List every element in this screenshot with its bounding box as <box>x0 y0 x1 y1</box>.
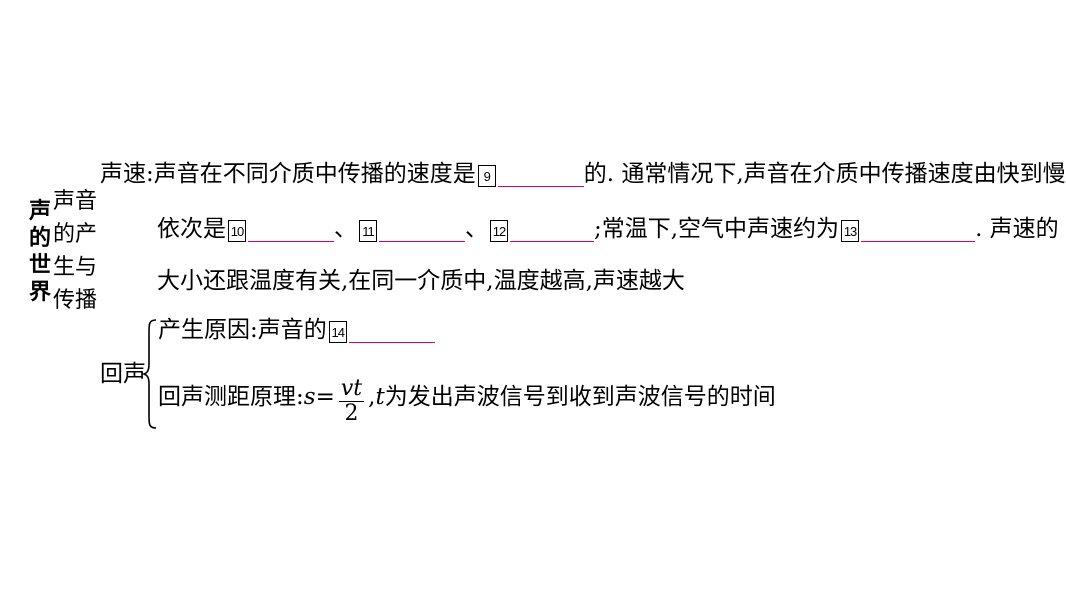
blank-number-12: 12 <box>490 220 508 242</box>
comma: , <box>368 384 376 410</box>
echo-principle-line: 回声测距原理: s = vt 2 , t 为发出声波信号到收到声波信号的时间 <box>158 377 776 426</box>
fraction-vt-over-2: vt 2 <box>338 376 365 426</box>
echo-label: 回声 <box>100 361 146 387</box>
subtopic-label: 声音的产生与传播 <box>53 189 98 313</box>
speed-line-1: 声速: 声音在不同介质中传播的速度是 9 的. 通常情况下,声音在介质中传播速度… <box>100 157 1066 191</box>
blank-12[interactable] <box>510 217 594 242</box>
category-label: 声的世界 <box>28 198 51 305</box>
blank-number-10: 10 <box>228 220 246 242</box>
speed-text-4: ;常温下,空气中声速约为 <box>594 216 840 242</box>
speed-text-3: 依次是 <box>157 216 226 242</box>
blank-14[interactable] <box>348 318 435 343</box>
echo-cause-line: 产生原因:声音的 14 <box>158 313 435 347</box>
echo-principle-text: 回声测距原理: <box>158 384 304 410</box>
speed-text-2: 的. 通常情况下,声音在介质中传播速度由快到慢 <box>583 161 1066 187</box>
blank-11[interactable] <box>379 217 465 242</box>
blank-13[interactable] <box>861 217 976 242</box>
blank-number-14: 14 <box>328 321 347 343</box>
echo-principle-tail: 为发出声波信号到收到声波信号的时间 <box>384 384 776 410</box>
speed-text-6: 大小还跟温度有关,在同一介质中,温度越高,声速越大 <box>157 268 685 294</box>
equals-sign: = <box>315 384 335 410</box>
echo-cause-text: 产生原因:声音的 <box>158 317 327 343</box>
brace-icon <box>142 319 157 429</box>
blank-10[interactable] <box>248 217 334 242</box>
separator-2: 、 <box>465 216 488 242</box>
blank-9[interactable] <box>497 162 584 187</box>
blank-number-9: 9 <box>477 165 496 187</box>
speed-label: 声速: <box>100 161 154 187</box>
fraction-denominator: 2 <box>344 401 359 426</box>
blank-number-11: 11 <box>359 220 377 242</box>
speed-line-2: 依次是 10 、 11 、 12 ;常温下,空气中声速约为 13 . 声速的 <box>157 212 1059 246</box>
fraction-numerator: vt <box>338 376 365 402</box>
speed-text-5: . 声速的 <box>975 216 1059 242</box>
separator-1: 、 <box>334 216 357 242</box>
var-t: t <box>375 384 385 410</box>
speed-line-3: 大小还跟温度有关,在同一介质中,温度越高,声速越大 <box>157 264 685 298</box>
blank-number-13: 13 <box>841 220 860 242</box>
speed-text-1: 声音在不同介质中传播的速度是 <box>153 161 476 187</box>
var-s: s <box>303 384 316 410</box>
